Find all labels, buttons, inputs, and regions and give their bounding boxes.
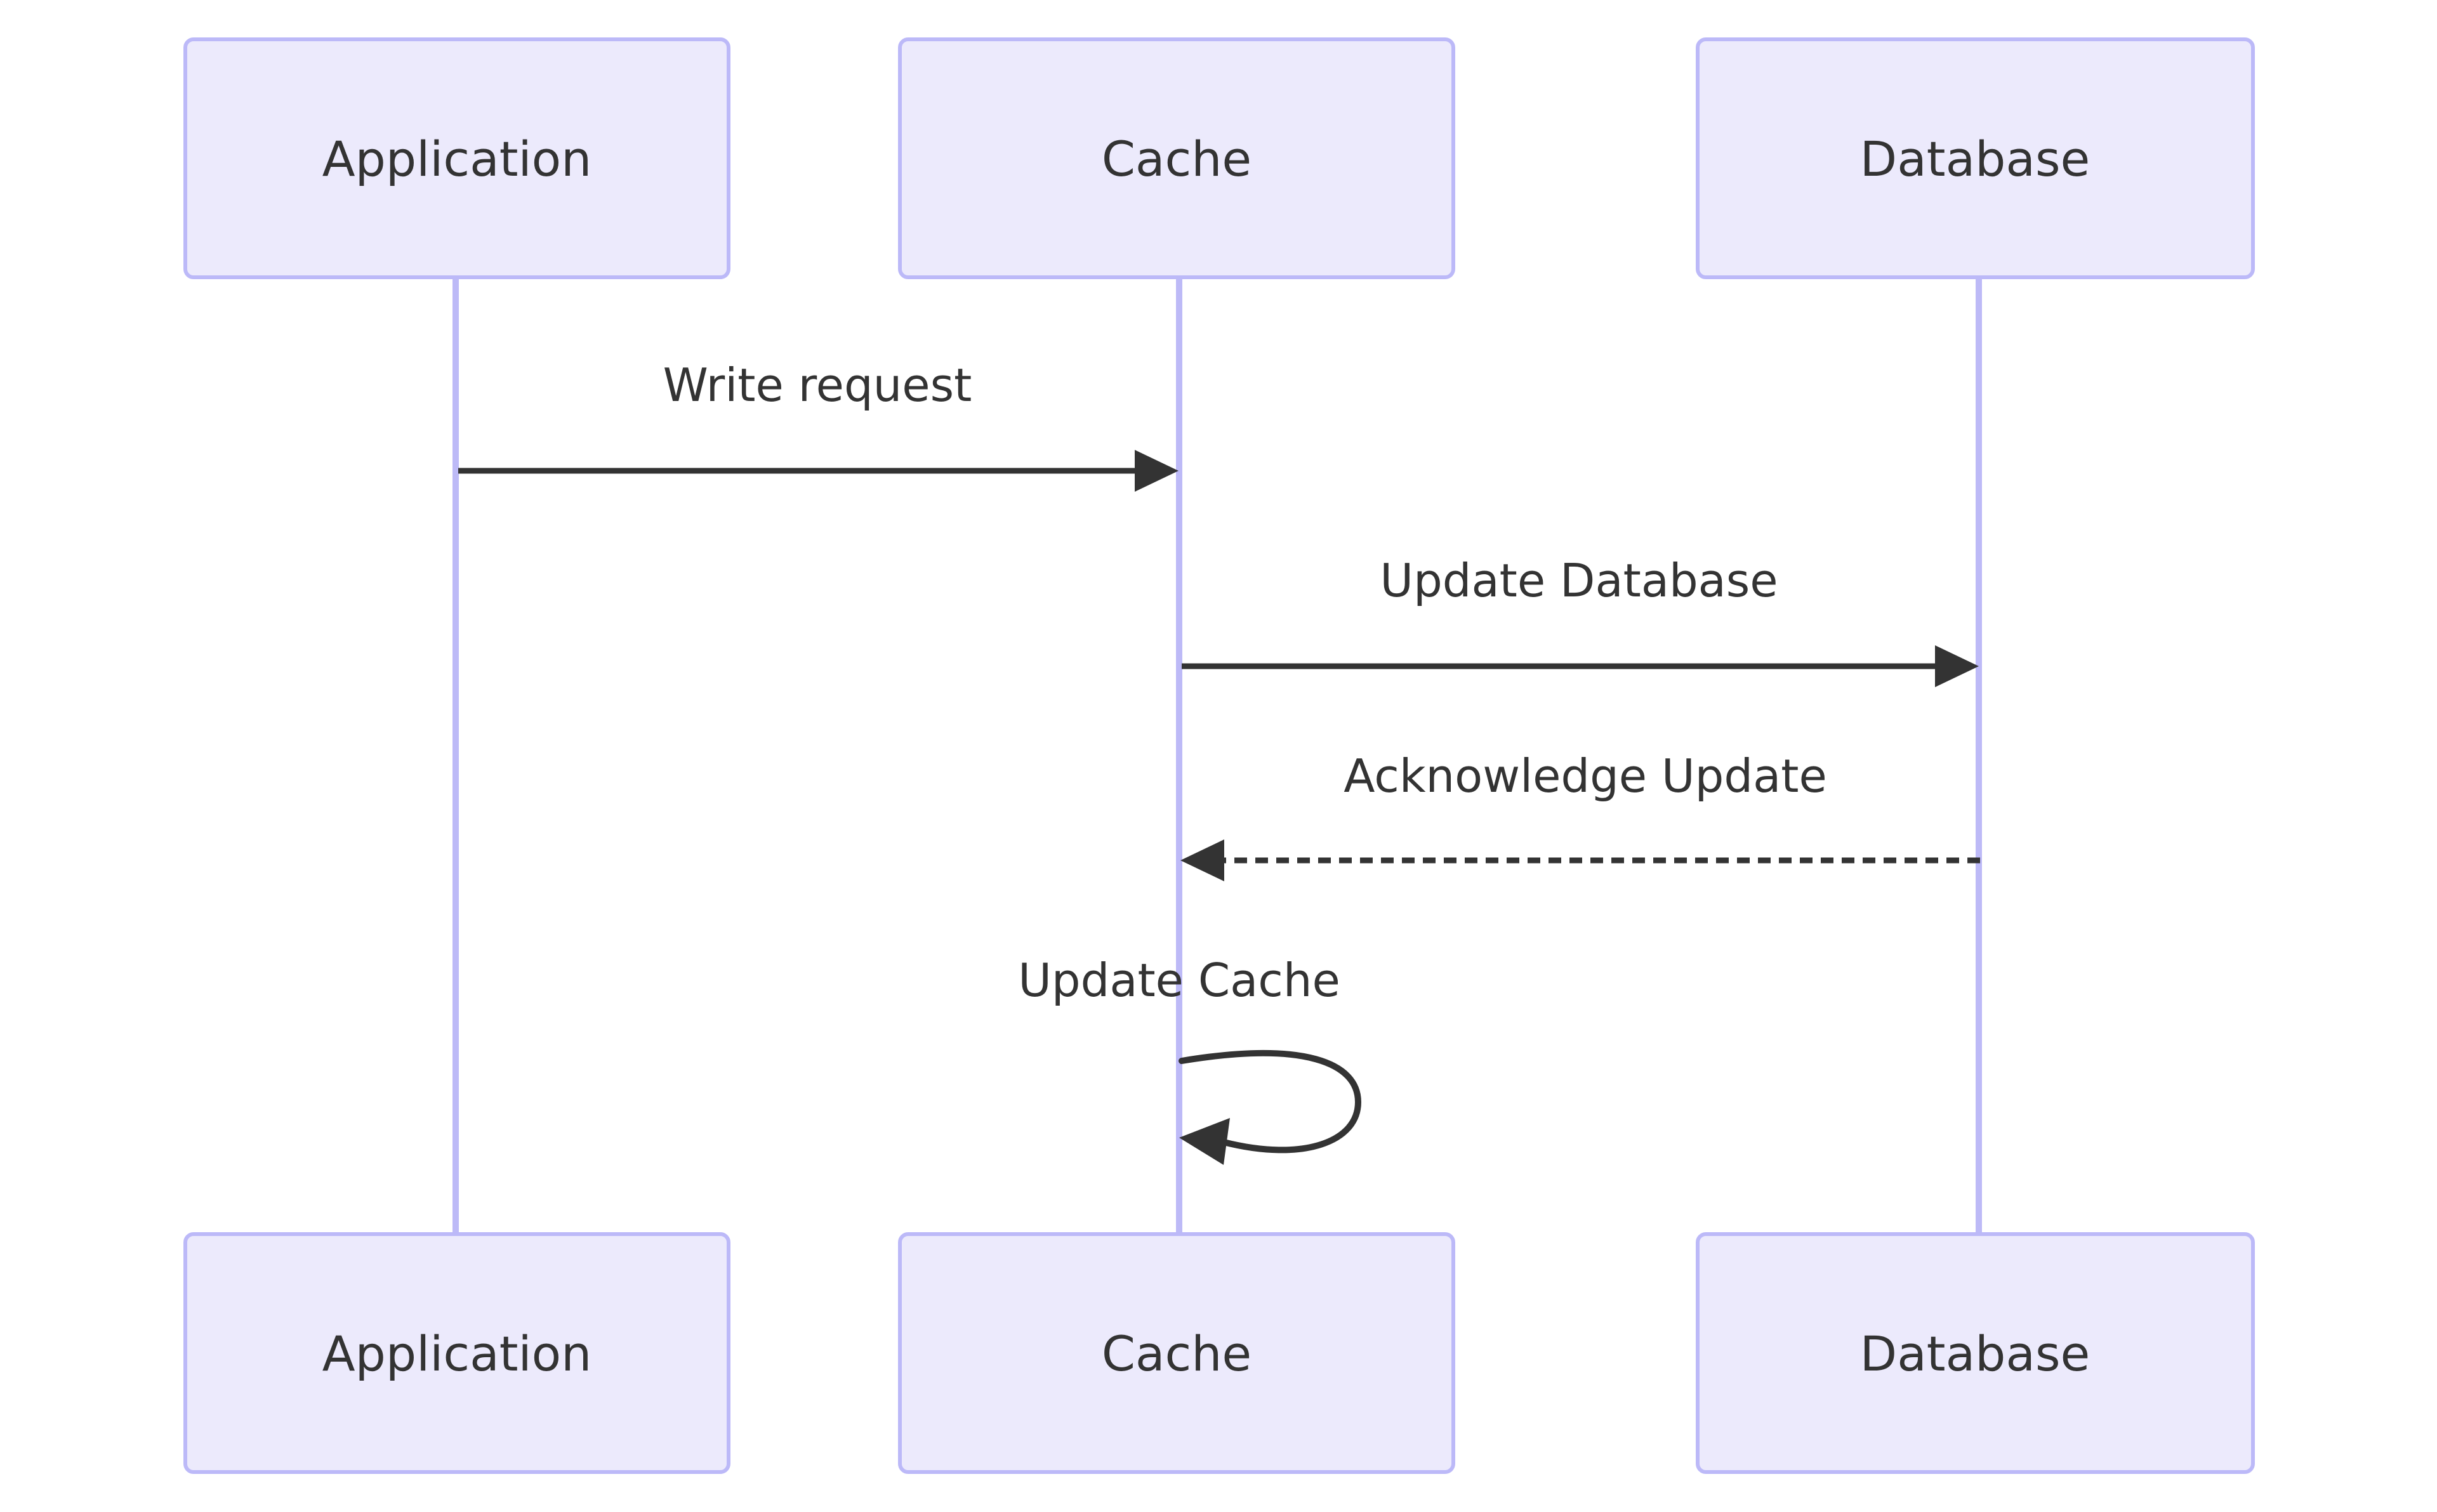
arrow-head-right-icon — [1935, 645, 1979, 687]
participant-box-cache-bottom[interactable] — [898, 1232, 1455, 1474]
participant-box-application-top[interactable] — [183, 37, 730, 279]
participant-cache-bottom[interactable]: Cache — [898, 1232, 1455, 1474]
participants-top: Application Cache Database — [183, 37, 2255, 279]
participant-cache-top[interactable]: Cache — [898, 37, 1455, 279]
participant-label-database-bottom: Database — [1860, 1325, 2090, 1382]
message-label-acknowledge-update: Acknowledge Update — [1344, 749, 1826, 803]
participant-label-application-bottom: Application — [322, 1325, 592, 1382]
arrow-head-left-icon — [1180, 839, 1224, 881]
message-write-request[interactable]: Write request — [458, 358, 1179, 492]
message-update-database[interactable]: Update Database — [1182, 554, 1979, 687]
lifelines-layer — [452, 277, 1982, 1234]
message-label-update-database: Update Database — [1380, 554, 1778, 607]
participants-bottom: Application Cache Database — [183, 1232, 2255, 1474]
participant-application-top[interactable]: Application — [183, 37, 730, 279]
message-label-update-cache: Update Cache — [1018, 954, 1340, 1007]
participant-box-cache-top[interactable] — [898, 37, 1455, 279]
message-update-cache[interactable]: Update Cache — [1018, 954, 1362, 1165]
participant-label-application-top: Application — [322, 131, 592, 187]
participant-label-cache-top: Cache — [1102, 131, 1252, 187]
participant-label-cache-bottom: Cache — [1102, 1325, 1252, 1382]
participant-database-top[interactable]: Database — [1696, 37, 2255, 279]
participant-label-database-top: Database — [1860, 131, 2090, 187]
participant-database-bottom[interactable]: Database — [1696, 1232, 2255, 1474]
participant-box-database-bottom[interactable] — [1696, 1232, 2255, 1474]
message-label-write-request: Write request — [663, 358, 972, 412]
arrow-head-left-icon — [1179, 1118, 1230, 1165]
participant-application-bottom[interactable]: Application — [183, 1232, 730, 1474]
participant-box-database-top[interactable] — [1696, 37, 2255, 279]
message-acknowledge-update[interactable]: Acknowledge Update — [1180, 749, 1980, 881]
arrow-head-right-icon — [1135, 450, 1179, 492]
self-loop-path — [1179, 1049, 1362, 1154]
participant-box-application-bottom[interactable] — [183, 1232, 730, 1474]
